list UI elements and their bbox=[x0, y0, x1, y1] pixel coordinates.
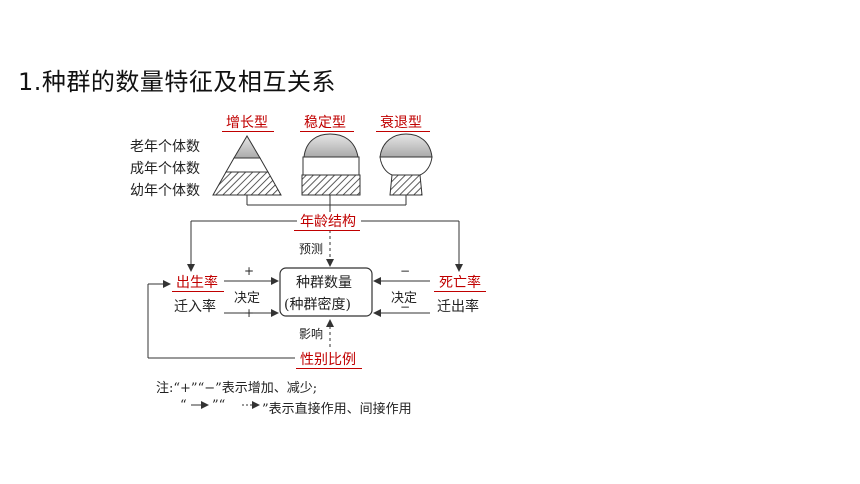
note-quote-middle: ”“ bbox=[212, 398, 226, 413]
left-arrows bbox=[224, 277, 279, 317]
stable-bell bbox=[301, 133, 361, 196]
sex-ratio-label: 性别比例 bbox=[300, 352, 356, 368]
birth-rate-label: 出生率 bbox=[176, 275, 218, 291]
growth-pyramid bbox=[212, 135, 282, 196]
age-structure-arrows bbox=[187, 220, 463, 272]
decline-urn bbox=[379, 133, 433, 196]
decide-right-label: 决定 bbox=[391, 291, 418, 306]
influence-label: 影响 bbox=[299, 327, 324, 341]
population-density-label: (种群密度) bbox=[284, 297, 351, 313]
growth-type-underline bbox=[222, 131, 274, 132]
note-line-1: 注:“+”“−”表示增加、减少; bbox=[156, 381, 318, 396]
sex-ratio-arrow bbox=[147, 280, 295, 359]
plus-top-sign: + bbox=[244, 264, 255, 278]
decline-type-underline bbox=[376, 131, 430, 132]
death-rate-label: 死亡率 bbox=[439, 275, 481, 291]
stable-type-underline bbox=[300, 131, 354, 132]
young-age-label: 幼年个体数 bbox=[130, 183, 200, 199]
plus-bottom-sign: + bbox=[244, 306, 255, 320]
population-size-label: 种群数量 bbox=[296, 275, 352, 291]
note-line-2-text: ”表示直接作用、间接作用 bbox=[262, 402, 412, 417]
right-arrows bbox=[373, 277, 430, 317]
birth-rate-underline bbox=[172, 291, 224, 292]
note-quote-open: “ bbox=[180, 398, 187, 413]
age-structure-underline bbox=[294, 230, 360, 231]
sex-ratio-underline bbox=[296, 368, 362, 369]
death-rate-underline bbox=[434, 291, 486, 292]
population-box bbox=[279, 267, 373, 317]
predict-label: 预测 bbox=[299, 242, 324, 256]
page-title: 1.种群的数量特征及相互关系 bbox=[18, 68, 336, 96]
decide-left-label: 决定 bbox=[234, 291, 261, 306]
adult-age-label: 成年个体数 bbox=[130, 161, 200, 177]
immigration-label: 迁入率 bbox=[174, 299, 216, 315]
decline-type-label: 衰退型 bbox=[380, 115, 422, 131]
minus-bottom-sign: − bbox=[400, 300, 411, 314]
growth-type-label: 增长型 bbox=[226, 115, 268, 131]
age-structure-bracket bbox=[246, 195, 407, 212]
old-age-label: 老年个体数 bbox=[130, 139, 200, 155]
minus-top-sign: − bbox=[400, 264, 411, 278]
emigration-label: 迁出率 bbox=[437, 299, 479, 315]
age-structure-label: 年龄结构 bbox=[300, 214, 356, 230]
stable-type-label: 稳定型 bbox=[304, 115, 346, 131]
